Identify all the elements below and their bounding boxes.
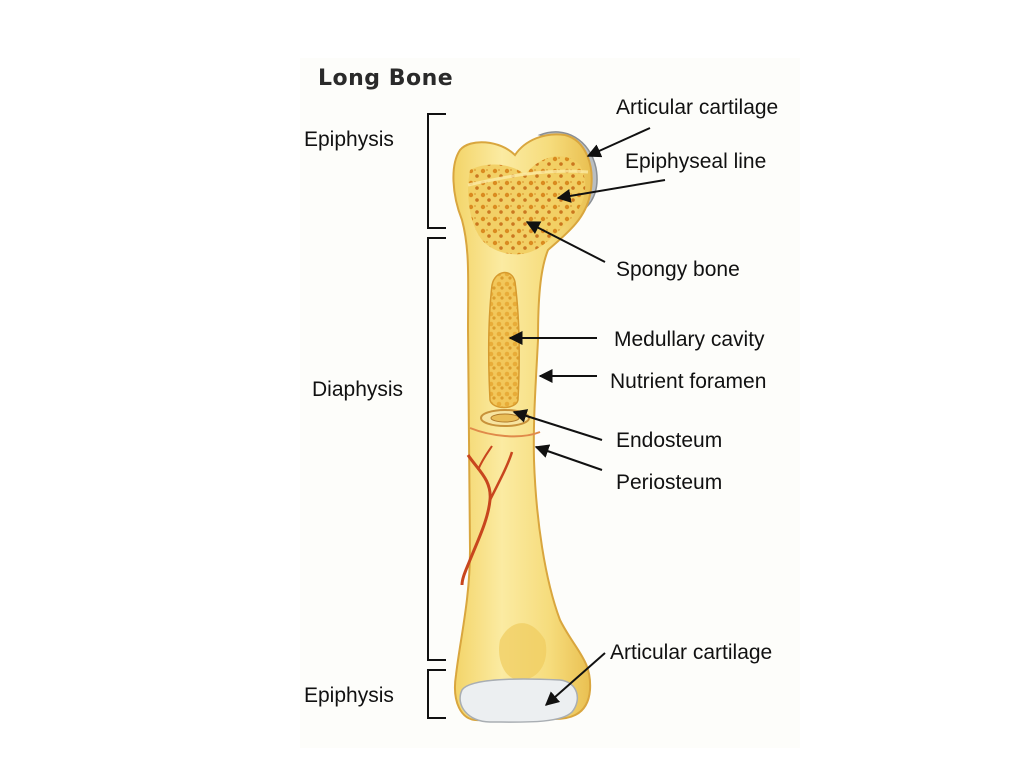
leader-articular-cartilage-top [586, 127, 651, 158]
blood-vessel-branch [488, 451, 514, 501]
periosteum-edge [469, 427, 541, 438]
label-articular-cartilage-top: Articular cartilage [616, 96, 779, 119]
blood-vessel [460, 454, 492, 586]
spongy-bone-region [468, 156, 586, 255]
label-endosteum: Endosteum [616, 429, 723, 452]
label-epiphysis-bottom: Epiphysis [304, 684, 394, 707]
label-diaphysis: Diaphysis [312, 378, 404, 401]
label-nutrient-foramen: Nutrient foramen [610, 370, 767, 393]
articular-cartilage-bottom-shape [459, 678, 579, 723]
label-epiphyseal-line: Epiphyseal line [625, 150, 767, 173]
epiphysis-top-bracket [427, 113, 446, 229]
label-medullary-cavity: Medullary cavity [614, 328, 765, 351]
leader-periosteum [534, 444, 603, 471]
diagram-title: Long Bone [318, 66, 454, 91]
lower-condyle-shade [499, 623, 547, 680]
leader-articular-cartilage-bottom [544, 652, 606, 706]
label-epiphysis-top: Epiphysis [304, 128, 394, 151]
leader-endosteum [512, 409, 603, 441]
label-spongy-bone: Spongy bone [616, 258, 740, 281]
cross-section-inner [490, 413, 520, 423]
epiphysis-bottom-bracket [427, 669, 446, 719]
bone-silhouette [452, 133, 593, 722]
blood-vessel-branch-2 [477, 445, 493, 471]
epiphyseal-line-shape [467, 169, 589, 187]
label-articular-cartilage-bottom: Articular cartilage [610, 641, 773, 664]
leader-spongy-bone [525, 221, 606, 263]
leader-epiphyseal-line [556, 179, 666, 203]
label-periosteum: Periosteum [616, 471, 723, 494]
medullary-cavity-shape [487, 271, 520, 409]
diaphysis-bracket [427, 237, 446, 661]
